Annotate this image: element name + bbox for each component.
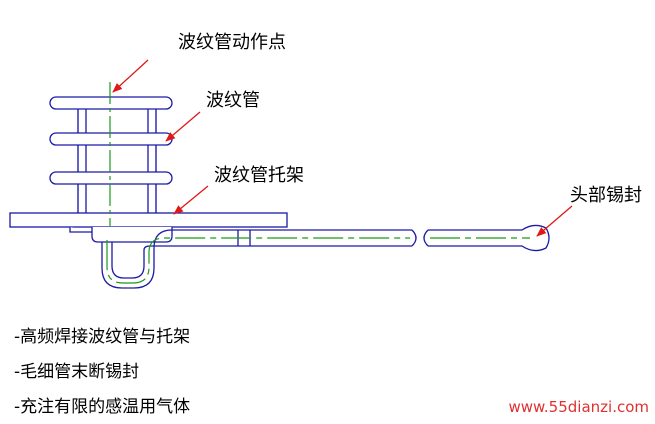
note-welding: -高频焊接波纹管与托架 xyxy=(14,327,191,347)
watermark: www.55dianzi.com xyxy=(508,398,649,416)
bracket-plate xyxy=(9,212,288,228)
note-gas-charge: -充注有限的感温用气体 xyxy=(14,397,191,417)
label-bracket: 波纹管托架 xyxy=(214,165,304,186)
note-tin-seal: -毛细管末断锡封 xyxy=(14,362,140,382)
bellows-rings xyxy=(49,96,173,185)
capillary-tube xyxy=(101,224,550,289)
label-action-point: 波纹管动作点 xyxy=(178,32,286,53)
label-bellows: 波纹管 xyxy=(206,90,260,111)
bellows-body xyxy=(77,102,157,213)
tube-fitting xyxy=(69,227,173,243)
leader-arrows xyxy=(112,59,573,237)
label-head-seal: 头部锡封 xyxy=(570,185,642,206)
centerline xyxy=(106,82,530,284)
